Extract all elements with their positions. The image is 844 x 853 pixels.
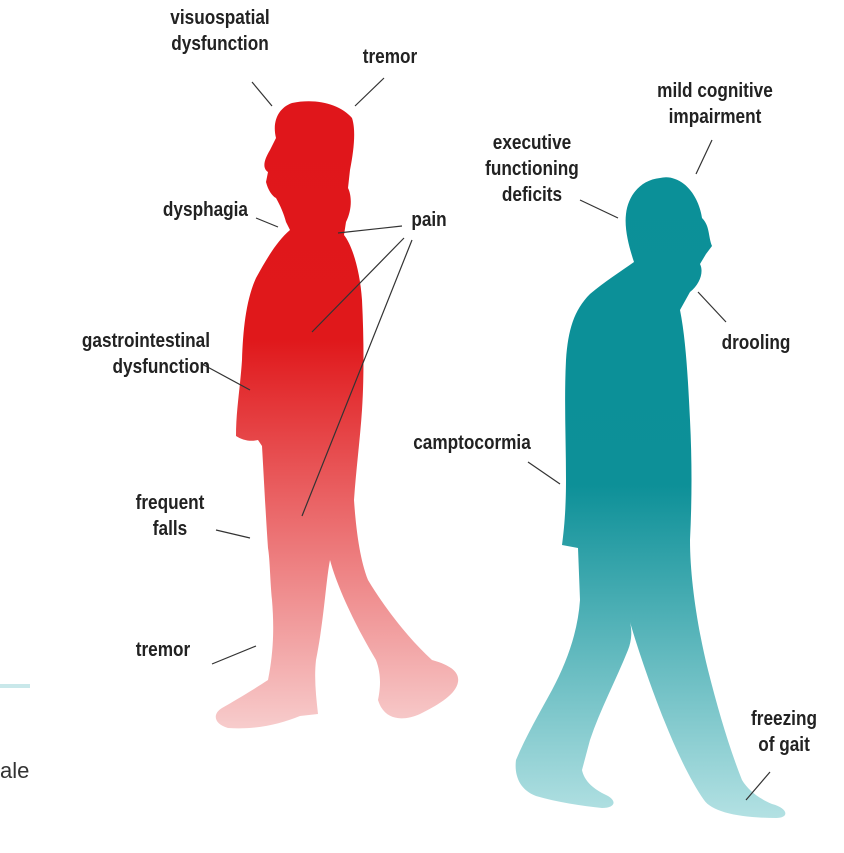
label-dysphagia: dysphagia bbox=[112, 197, 248, 223]
leader-mild-cognitive bbox=[696, 140, 712, 174]
label-drooling: drooling bbox=[713, 330, 799, 356]
leader-drooling bbox=[698, 292, 726, 322]
cropped-text-fragment: ale bbox=[0, 758, 29, 784]
leader-pain-1 bbox=[338, 226, 402, 233]
label-camptocormia: camptocormia bbox=[400, 430, 544, 456]
label-tremor-bottom: tremor bbox=[124, 637, 201, 663]
leader-visuospatial bbox=[252, 82, 272, 106]
leader-frequent-falls bbox=[216, 530, 250, 538]
leader-dysphagia bbox=[256, 218, 278, 227]
leader-tremor-bottom bbox=[212, 646, 256, 664]
leader-executive bbox=[580, 200, 618, 218]
red-figure-silhouette bbox=[216, 101, 458, 728]
label-pain: pain bbox=[402, 207, 455, 233]
leader-freezing bbox=[746, 772, 770, 800]
leader-camptocormia bbox=[528, 462, 560, 484]
label-tremor-top: tremor bbox=[356, 44, 425, 70]
leader-tremor-top bbox=[355, 78, 384, 106]
accent-line bbox=[0, 684, 30, 688]
